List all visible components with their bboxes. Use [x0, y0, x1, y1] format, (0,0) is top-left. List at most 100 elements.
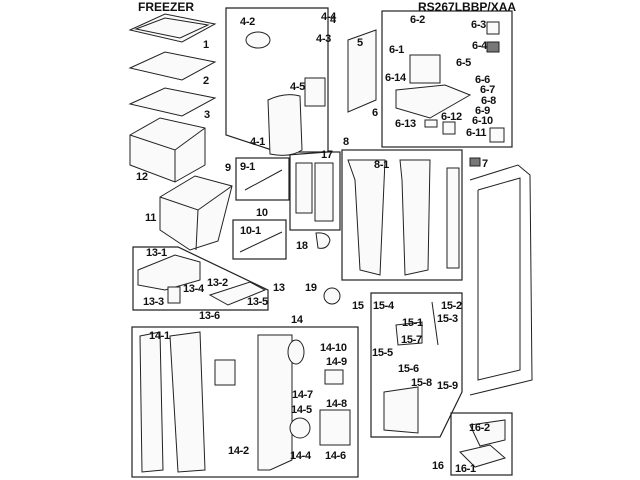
callout-16-1: 16-1	[455, 463, 476, 475]
callout-8: 8	[343, 136, 349, 148]
callout-15-6: 15-6	[398, 363, 419, 375]
callout-8-1: 8-1	[374, 159, 389, 171]
group-box-6	[381, 10, 513, 148]
callout-18: 18	[296, 240, 308, 252]
cover-part-14-1	[139, 331, 164, 473]
callout-6: 6	[372, 107, 378, 119]
motor-plate-part-14-6	[319, 409, 351, 446]
gasket-part-8	[446, 167, 460, 269]
callout-13-1: 13-1	[146, 247, 167, 259]
callout-14-4: 14-4	[290, 450, 311, 462]
heater-part-16-1	[459, 444, 507, 468]
group-box-9	[235, 157, 290, 201]
part-13-3	[167, 286, 181, 304]
callout-14-5: 14-5	[291, 404, 312, 416]
callout-15-5: 15-5	[372, 347, 393, 359]
callout-6-10: 6-10	[472, 115, 493, 127]
refrigerator-door-outline	[469, 164, 533, 396]
callout-13: 13	[273, 282, 285, 294]
callout-19: 19	[305, 282, 317, 294]
callout-6-7: 6-7	[480, 84, 495, 96]
callout-15-9: 15-9	[437, 380, 458, 392]
cover-part-4-1	[267, 94, 303, 156]
panel-part-14	[214, 359, 236, 386]
part-4-5	[304, 77, 326, 107]
ice-maker-part-6-14	[409, 54, 441, 84]
group-box-10	[232, 219, 287, 260]
callout-14-10: 14-10	[320, 342, 347, 354]
callout-4-3: 4-3	[316, 33, 331, 45]
callout-15-4: 15-4	[373, 300, 394, 312]
callout-15-8: 15-8	[411, 377, 432, 389]
panel-part-5	[347, 29, 377, 113]
callout-3: 3	[204, 109, 210, 121]
panel-part-8-right	[399, 159, 431, 276]
part-18	[315, 232, 331, 249]
callout-17: 17	[321, 149, 333, 161]
callout-10-1: 10-1	[240, 225, 261, 237]
callout-6-5: 6-5	[456, 57, 471, 69]
group-box-14	[131, 326, 359, 478]
callout-15-1: 15-1	[402, 317, 423, 329]
gear-part-14-5	[289, 417, 311, 439]
part-6-3	[486, 21, 500, 35]
callout-15-2: 15-2	[441, 300, 462, 312]
callout-7: 7	[482, 158, 488, 170]
bin-part-11	[159, 175, 233, 251]
callout-6-3: 6-3	[471, 19, 486, 31]
chute-part-15-8	[383, 386, 419, 434]
ice-bucket-part-13-1	[137, 254, 201, 291]
cover-part-14-inner	[169, 331, 206, 473]
motor-part-4-2	[245, 31, 271, 49]
callout-13-4: 13-4	[183, 283, 204, 295]
group-box-4	[225, 7, 329, 156]
callout-15-3: 15-3	[437, 313, 458, 325]
part-17-left	[295, 162, 313, 214]
callout-6-6: 6-6	[475, 74, 490, 86]
callout-13-2: 13-2	[207, 277, 228, 289]
part-6-13	[424, 119, 438, 128]
callout-4-1: 4-1	[250, 136, 265, 148]
callout-6-9: 6-9	[475, 105, 490, 117]
wire-part-15-2	[431, 301, 439, 346]
callout-13-5: 13-5	[247, 296, 268, 308]
callout-1: 1	[203, 39, 209, 51]
callout-4-4: 4-4	[321, 11, 336, 23]
part-14-9	[324, 369, 344, 385]
callout-13-6: 13-6	[199, 310, 220, 322]
part-7	[469, 157, 481, 167]
panel-part-8-left	[347, 159, 386, 276]
callout-6-14: 6-14	[385, 72, 406, 84]
part-6-12	[442, 121, 456, 135]
group-box-16	[450, 412, 513, 476]
lever-part-15-7	[395, 321, 423, 346]
shelf-part-2	[128, 51, 217, 81]
callout-10: 10	[256, 207, 268, 219]
callout-14-9: 14-9	[326, 356, 347, 368]
callout-15: 15	[352, 300, 364, 312]
part-6-11	[489, 127, 505, 143]
callout-6-8: 6-8	[481, 95, 496, 107]
callout-4-2: 4-2	[240, 16, 255, 28]
callout-16-2: 16-2	[469, 422, 490, 434]
shelf-part-1	[128, 13, 217, 43]
rail-part-9	[244, 169, 283, 191]
group-box-13	[132, 246, 269, 311]
callout-12: 12	[136, 171, 148, 183]
callout-16: 16	[432, 460, 444, 472]
bin-part-12	[129, 117, 206, 183]
part-14-10	[287, 339, 305, 365]
callout-9: 9	[225, 162, 231, 174]
callout-14-8: 14-8	[326, 398, 347, 410]
insulation-part-14	[257, 334, 293, 471]
callout-4-5: 4-5	[290, 81, 305, 93]
group-box-17	[289, 151, 341, 231]
callout-14-2: 14-2	[228, 445, 249, 457]
tray-part-6	[395, 84, 472, 119]
callout-14: 14	[291, 314, 303, 326]
callout-6-12: 6-12	[441, 111, 462, 123]
callout-6-2: 6-2	[410, 14, 425, 26]
auger-part-13-2	[208, 281, 267, 306]
model-number-title: RS267LBBP/XAA	[418, 0, 517, 14]
callout-6-1: 6-1	[389, 44, 404, 56]
